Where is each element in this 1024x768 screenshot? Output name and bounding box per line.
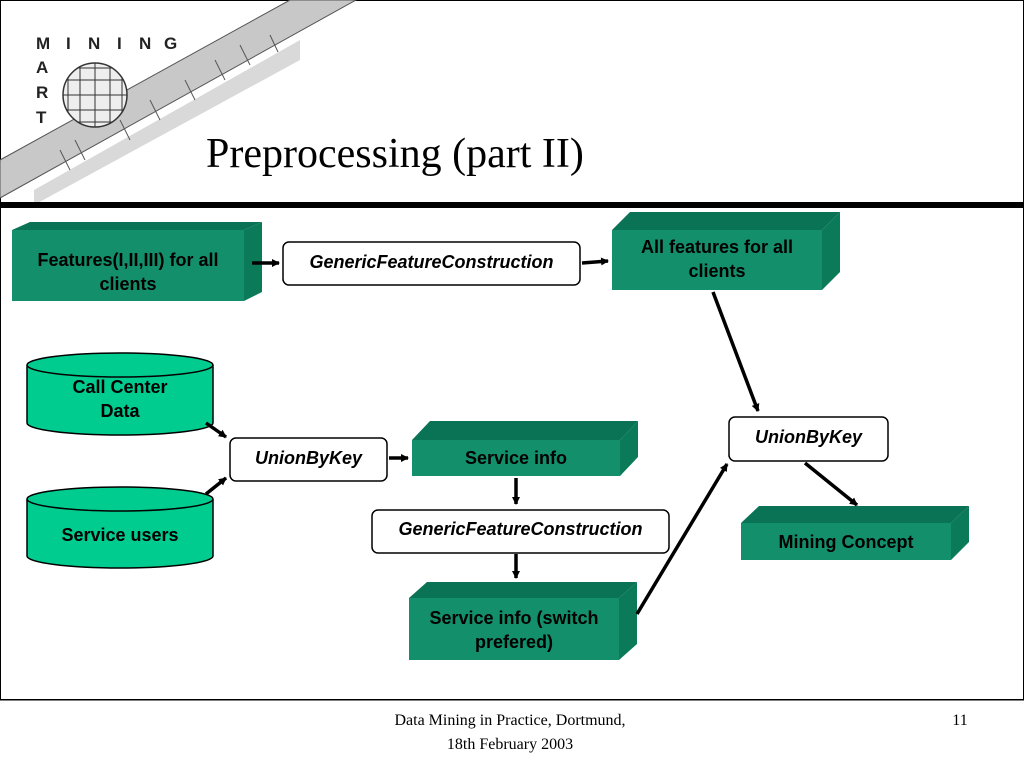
node-gfc-top: GenericFeatureConstruction — [309, 252, 554, 272]
logo-stripe — [0, 0, 358, 199]
page-number: 11 — [952, 712, 968, 729]
node-mining-concept: Mining Concept — [778, 532, 914, 552]
node-call-center-data: Call Center Data — [27, 375, 213, 423]
logo-letter-m: M — [36, 34, 51, 53]
node-service-users: Service users — [61, 525, 179, 545]
node-union-right: UnionByKey — [754, 427, 862, 447]
node-label-line1: Service info (switch — [429, 608, 599, 628]
logo-letter-n: N — [88, 34, 101, 53]
arrow-serviceusers-to-union — [204, 476, 228, 496]
node-service-info-switch: Service info (switch prefered) — [409, 606, 619, 654]
logo-letter-r: R — [36, 83, 49, 102]
flow-arrows — [204, 257, 859, 615]
arrow-union-to-miningconcept — [803, 461, 859, 507]
node-all-features: All features for all clients — [612, 235, 822, 283]
node-features-all-clients: Features(I,II,III) for all clients — [12, 248, 244, 296]
concept-box-service-info — [412, 421, 638, 476]
node-label-line1: Call Center — [72, 377, 168, 397]
logo-letter-n2: N — [139, 34, 152, 53]
node-label-line2: prefered) — [474, 632, 554, 652]
concept-box-service-info-switch — [409, 582, 637, 660]
operator-box-gfc-mid — [371, 509, 670, 554]
logo-letter-i: I — [66, 34, 71, 53]
page-title: Preprocessing (part II) — [206, 131, 584, 177]
arrow-serviceswitch-to-union — [635, 463, 729, 615]
concept-box-mining-concept — [741, 506, 969, 560]
operator-box-union-right — [728, 416, 889, 462]
logo-letter-i2: I — [117, 34, 122, 53]
operator-box-gfc-top — [282, 241, 581, 286]
node-label-line1: All features for all — [640, 237, 794, 257]
node-label-line1: Features(I,II,III) for all — [37, 250, 219, 270]
logo-letter-a: A — [36, 58, 49, 77]
node-label-line2: clients — [99, 274, 157, 294]
arrow-allfeatures-to-union — [711, 291, 760, 412]
node-gfc-mid: GenericFeatureConstruction — [398, 519, 643, 539]
header-rule — [0, 202, 1024, 208]
arrow-callcenter-to-union — [204, 421, 228, 439]
database-service-users — [26, 486, 214, 569]
concept-box-features-all-clients — [12, 222, 262, 301]
operator-box-union-left — [229, 437, 388, 482]
node-label-line2: Data — [100, 401, 140, 421]
logo-hatch — [59, 34, 279, 171]
logo-letter-g: G — [164, 34, 178, 53]
node-label-line2: clients — [688, 261, 746, 281]
database-call-center — [26, 352, 214, 436]
logo-letter-t: T — [36, 108, 47, 127]
globe-icon — [62, 62, 128, 128]
node-service-info: Service info — [464, 448, 568, 468]
footer-caption: Data Mining in Practice, Dortmund, 18th … — [330, 709, 690, 757]
concept-box-all-features — [612, 212, 840, 290]
footer-line2: 18th February 2003 — [446, 736, 574, 753]
node-union-left: UnionByKey — [254, 448, 362, 468]
arrow-gfc-to-allfeatures — [581, 257, 609, 266]
footer-line1: Data Mining in Practice, Dortmund, — [394, 712, 626, 729]
